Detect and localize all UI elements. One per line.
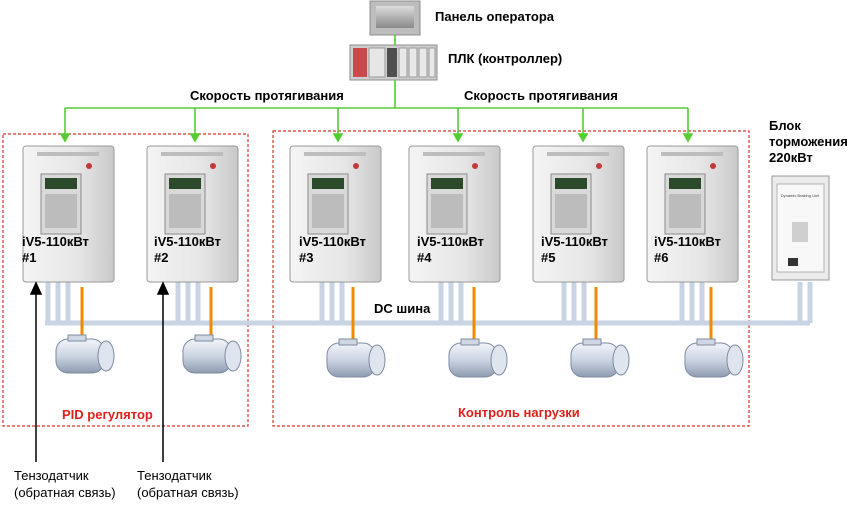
inverter-4 [408, 145, 501, 283]
inverter-1-number: #1 [22, 250, 37, 265]
inverter-6-label: iV5-110кВт#6 [654, 234, 721, 266]
inverter-5-label: iV5-110кВт#5 [541, 234, 608, 266]
inverter-4-model: iV5-110кВт [417, 234, 484, 249]
sensor-2-label: Тензодатчик (обратная связь) [137, 467, 239, 501]
group-label-pid: PID регулятор [62, 407, 153, 422]
sensor-2-line2: (обратная связь) [137, 485, 239, 500]
braking-unit-device: Dynamic Braking Unit [771, 175, 830, 281]
operator-panel-label: Панель оператора [435, 9, 555, 24]
inverter-2-number: #2 [154, 250, 169, 265]
inverter-4-label: iV5-110кВт#4 [417, 234, 484, 266]
inverter-2-label: iV5-110кВт#2 [154, 234, 221, 266]
inverter-3 [289, 145, 382, 283]
inverter-1-label: iV5-110кВт#1 [22, 234, 89, 266]
sensor-1-line1: Тензодатчик [14, 468, 89, 483]
braking-unit-line3: 220кВт [769, 150, 813, 165]
motor-6 [684, 338, 744, 378]
inverter-6-model: iV5-110кВт [654, 234, 721, 249]
speed-label-right: Скорость протягивания [464, 88, 618, 103]
group-box-load [272, 130, 750, 427]
speed-label-left: Скорость протягивания [190, 88, 344, 103]
inverter-2 [146, 145, 239, 283]
motor-1 [55, 334, 115, 374]
signal-drops [59, 108, 694, 143]
dc-bus-label: DC шина [374, 301, 431, 316]
dc-bus-drops [45, 282, 813, 323]
sensor-2-line1: Тензодатчик [137, 468, 212, 483]
group-label-load: Контроль нагрузки [458, 405, 580, 420]
motor-2 [182, 334, 242, 374]
braking-unit-line2: торможения [769, 134, 848, 149]
operator-panel-device [369, 0, 421, 36]
motor-4 [448, 338, 508, 378]
inverter-5 [532, 145, 625, 283]
group-box-pid [2, 133, 249, 427]
signal-lines [65, 35, 688, 109]
plc-device [349, 44, 438, 81]
sensor-1-label: Тензодатчик (обратная связь) [14, 467, 116, 501]
inverter-5-number: #5 [541, 250, 556, 265]
sensor-arrows [29, 281, 170, 462]
inverter-4-number: #4 [417, 250, 432, 265]
sensor-1-line2: (обратная связь) [14, 485, 116, 500]
inverter-5-model: iV5-110кВт [541, 234, 608, 249]
inverter-3-number: #3 [299, 250, 314, 265]
braking-unit-line1: Блок [769, 118, 801, 133]
inverter-6-number: #6 [654, 250, 669, 265]
inverter-3-label: iV5-110кВт#3 [299, 234, 366, 266]
inverter-3-model: iV5-110кВт [299, 234, 366, 249]
motor-cables [80, 287, 713, 342]
motor-3 [326, 338, 386, 378]
plc-label: ПЛК (контроллер) [448, 51, 563, 66]
braking-unit-panel-text: Dynamic Braking Unit [781, 193, 820, 198]
inverter-1-model: iV5-110кВт [22, 234, 89, 249]
inverter-2-model: iV5-110кВт [154, 234, 221, 249]
inverter-6 [646, 145, 739, 283]
motor-5 [570, 338, 630, 378]
inverter-1 [22, 145, 115, 283]
